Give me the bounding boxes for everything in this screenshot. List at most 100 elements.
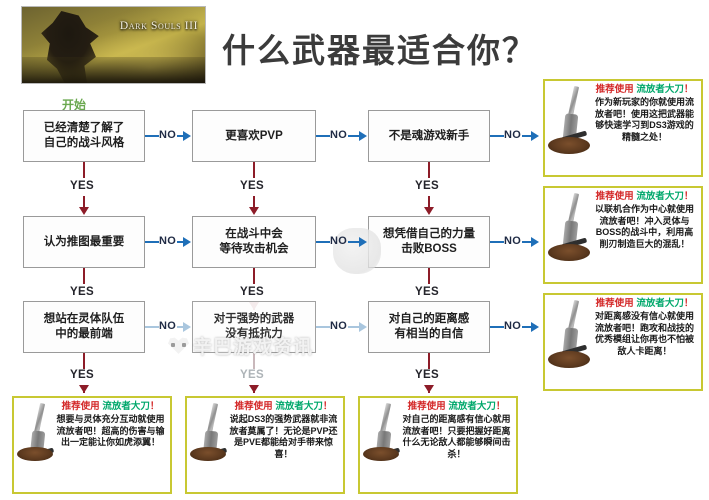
result-heading-r6: 推荐使用 流放者大刀！ (407, 401, 506, 412)
arrow-q3-q6 (424, 207, 434, 215)
result-card-r1[interactable]: 推荐使用 流放者大刀！ 作为新玩家的你就使用流放者吧！使用这把武器能够快速学习到… (543, 79, 703, 177)
arrow-q8-q9 (359, 322, 367, 332)
connector-q3-q6-top (428, 162, 430, 178)
no-label-q9: NO (504, 320, 522, 332)
connector-q3-r1 (490, 135, 504, 137)
arrow-q3-r1 (531, 131, 539, 141)
arrow-q6-r2 (531, 237, 539, 247)
banner-horizon (22, 57, 205, 83)
result-body-r1: 作为新玩家的你就使用流放者吧！使用这把武器能够快速学习到DS3游戏的精髓之处！ (594, 97, 694, 142)
connector-q1-q2 (145, 135, 159, 137)
connector-q4-q5-tail (177, 241, 183, 243)
arrow-q4-q5 (183, 237, 191, 247)
question-box-q4[interactable]: 认为推图最重要 (23, 216, 145, 268)
yes-label-q5: YES (240, 286, 264, 298)
connector-q5-q6-tail (348, 241, 359, 243)
yes-label-q3: YES (415, 180, 439, 192)
connector-q5-q8-top (253, 268, 255, 284)
no-label-q8: NO (330, 320, 348, 332)
no-label-q7: NO (159, 320, 177, 332)
connector-q6-r2-tail (522, 241, 531, 243)
greatsword-icon (548, 298, 590, 370)
connector-q9-r6-top (428, 353, 430, 369)
result-card-r6[interactable]: 推荐使用 流放者大刀！ 对自己的距离感有信心就用流放者吧！只要把握好距离什么无论… (358, 396, 518, 494)
connector-q2-q3-tail (348, 135, 359, 137)
greatsword-icon (363, 401, 400, 463)
connector-q7-q8 (145, 326, 159, 328)
question-box-q5[interactable]: 在战斗中会等待攻击机会 (192, 216, 316, 268)
dark-souls-logo: Dark Souls III (119, 20, 198, 32)
no-label-q1: NO (159, 129, 177, 141)
dark-souls-banner-image: Dark Souls III (21, 6, 206, 84)
result-heading-r3: 推荐使用 流放者大刀！ (595, 298, 694, 309)
result-body-r2: 以联机合作为中心就使用流放者吧！冲入灵体与BOSS的战斗中，利用高削刃制造巨大的… (594, 204, 694, 249)
yes-label-q8: YES (240, 369, 264, 381)
question-box-q1[interactable]: 已经清楚了解了自己的战斗风格 (23, 110, 145, 162)
yes-label-q9: YES (415, 369, 439, 381)
connector-q9-r3-tail (522, 326, 531, 328)
yes-label-q7: YES (70, 369, 94, 381)
result-body-r3: 对距离感没有信心就使用流放者吧！跑攻和战技的优秀模组让你再也不怕被敌人卡距离！ (594, 311, 694, 356)
connector-q6-r2 (490, 241, 504, 243)
arrow-q7-r4 (79, 385, 89, 393)
connector-q1-q4-top (83, 162, 85, 178)
result-card-r5[interactable]: 推荐使用 流放者大刀！ 说起DS3的强势武器就非流放者莫属了！无论是PVP还是P… (185, 396, 345, 494)
no-label-q4: NO (159, 235, 177, 247)
no-label-q5: NO (330, 235, 348, 247)
connector-q1-q2-tail (177, 135, 183, 137)
yes-label-q6: YES (415, 286, 439, 298)
question-box-q2[interactable]: 更喜欢PVP (192, 110, 316, 162)
question-box-q9[interactable]: 对自己的距离感有相当的自信 (368, 301, 490, 353)
question-box-q6[interactable]: 想凭借自己的力量击败BOSS (368, 216, 490, 268)
connector-q2-q5-top (253, 162, 255, 178)
greatsword-icon (17, 401, 54, 463)
connector-q2-q3 (316, 135, 330, 137)
connector-q9-r3 (490, 326, 504, 328)
yes-label-q4: YES (70, 286, 94, 298)
result-heading-r2: 推荐使用 流放者大刀！ (595, 191, 694, 202)
arrow-q9-r6 (424, 385, 434, 393)
result-heading-r4: 推荐使用 流放者大刀！ (61, 401, 160, 412)
connector-q4-q7-top (83, 268, 85, 284)
greatsword-icon (548, 191, 590, 263)
connector-q3-r1-tail (522, 135, 531, 137)
greatsword-icon (190, 401, 227, 463)
result-body-r4: 想要与灵体充分互动就使用流放者吧！超高的伤害与输出一定能让你如虎添翼！ (56, 414, 165, 447)
result-heading-r1: 推荐使用 流放者大刀！ (595, 84, 694, 95)
connector-q1-q4-bottom (83, 196, 85, 207)
arrow-q1-q4 (79, 207, 89, 215)
no-label-q2: NO (330, 129, 348, 141)
connector-q8-q9-tail (348, 326, 359, 328)
question-box-q7[interactable]: 想站在灵体队伍中的最前端 (23, 301, 145, 353)
yes-label-q1: YES (70, 180, 94, 192)
connector-q4-q5 (145, 241, 159, 243)
start-label: 开始 (62, 98, 87, 112)
question-box-q3[interactable]: 不是魂游戏新手 (368, 110, 490, 162)
yes-label-q2: YES (240, 180, 264, 192)
arrow-q7-q8 (183, 322, 191, 332)
result-card-r3[interactable]: 推荐使用 流放者大刀！ 对距离感没有信心就使用流放者吧！跑攻和战技的优秀模组让你… (543, 293, 703, 391)
no-label-q3: NO (504, 129, 522, 141)
page-title: 什么武器最适合你？ (222, 32, 537, 69)
greatsword-icon (548, 84, 590, 156)
no-label-q6: NO (504, 235, 522, 247)
connector-q5-q6 (316, 241, 330, 243)
connector-q8-q9 (316, 326, 330, 328)
result-card-r4[interactable]: 推荐使用 流放者大刀！ 想要与灵体充分互动就使用流放者吧！超高的伤害与输出一定能… (12, 396, 172, 494)
connector-q7-r4-top (83, 353, 85, 369)
gamepad-heart-icon (168, 337, 189, 354)
connector-q8-r5-top (253, 353, 255, 369)
connector-q3-q6-bottom (428, 196, 430, 207)
connector-q7-q8-tail (177, 326, 183, 328)
result-body-r5: 说起DS3的强势武器就非流放者莫属了！无论是PVP还是PVE都能给对手带来惊喜！ (229, 414, 338, 459)
result-heading-r5: 推荐使用 流放者大刀！ (234, 401, 333, 412)
arrow-q9-r3 (531, 322, 539, 332)
question-box-q8[interactable]: 对于强势的武器没有抵抗力 (192, 301, 316, 353)
arrow-q5-q6 (359, 237, 367, 247)
result-card-r2[interactable]: 推荐使用 流放者大刀！ 以联机合作为中心就使用流放者吧！冲入灵体与BOSS的战斗… (543, 186, 703, 284)
connector-q2-q5-bottom (253, 196, 255, 207)
connector-q6-q9-top (428, 268, 430, 284)
arrow-q2-q5 (249, 207, 259, 215)
arrow-q2-q3 (359, 131, 367, 141)
